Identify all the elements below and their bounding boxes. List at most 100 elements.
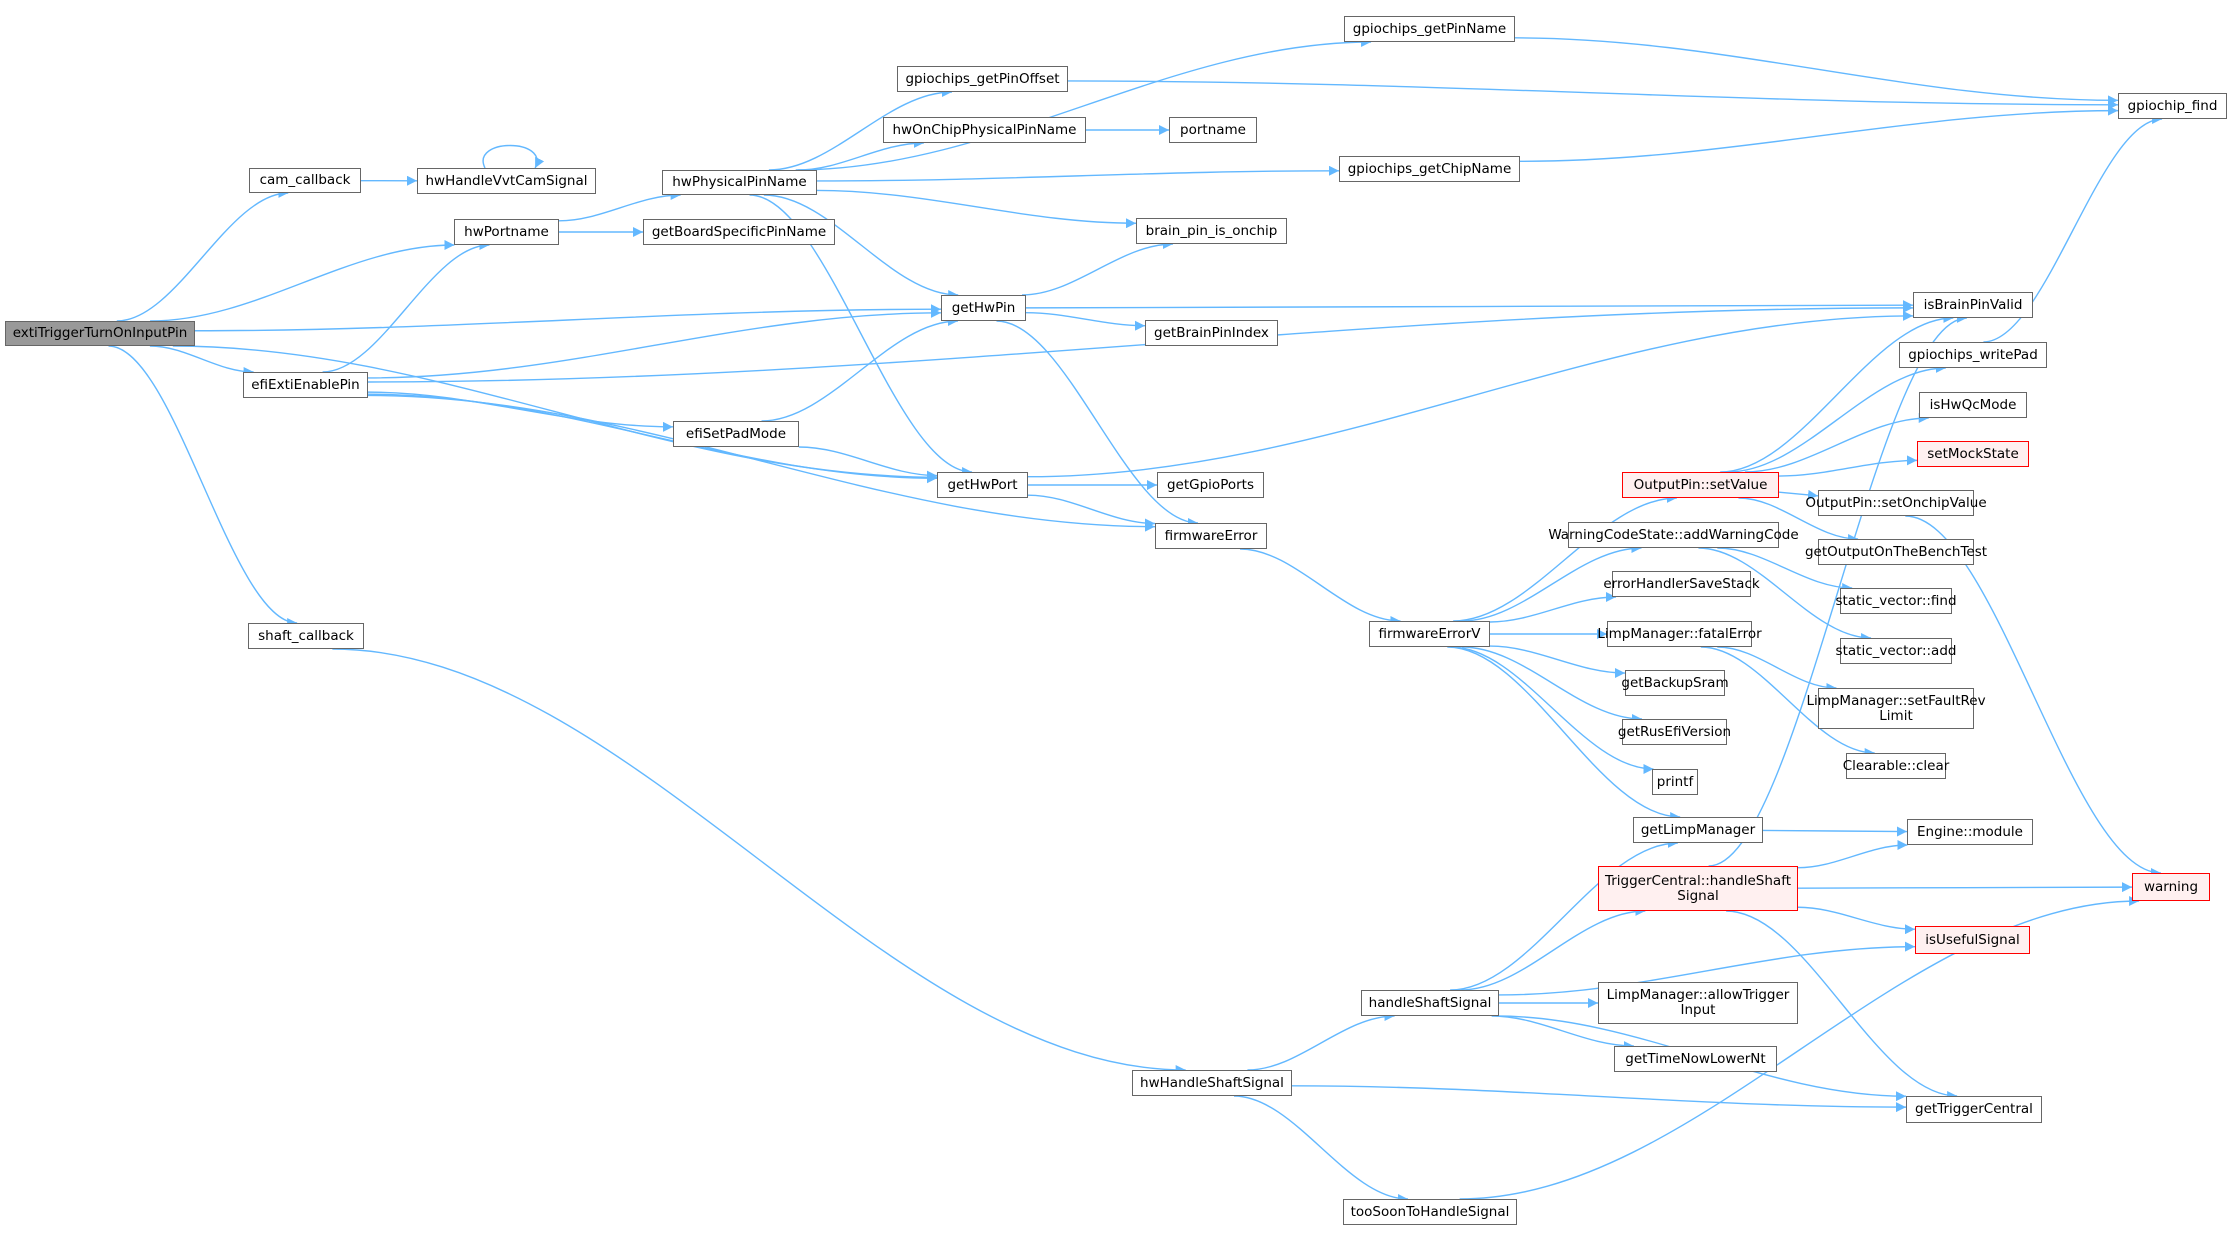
edge-get-hw-pin-to-get-brain-pin-index bbox=[1025, 311, 1146, 331]
node-brain-pin-is-onchip[interactable]: brain_pin_is_onchip bbox=[1136, 218, 1287, 244]
edge-firmware-error-to-firmware-error-v bbox=[1239, 548, 1401, 626]
edge-handle-shaft-signal-to-get-limp-manager bbox=[1450, 838, 1678, 991]
node-cam-callback[interactable]: cam_callback bbox=[249, 168, 361, 193]
node-get-board-specific-pin-name[interactable]: getBoardSpecificPinName bbox=[643, 219, 835, 245]
node-error-handler-save-stack[interactable]: errorHandlerSaveStack bbox=[1603, 571, 1760, 597]
edge-firmware-error-v-to-warning-code-state-add-warning-code bbox=[1461, 543, 1642, 622]
edge-firmware-error-v-to-get-limp-manager bbox=[1447, 646, 1681, 822]
node-firmware-error-v[interactable]: firmwareErrorV bbox=[1369, 621, 1490, 647]
node-get-trigger-central[interactable]: getTriggerCentral bbox=[1906, 1096, 2042, 1123]
node-hw-handle-vvt-cam-signal[interactable]: hwHandleVvtCamSignal bbox=[417, 168, 596, 194]
node-static-vector-find[interactable]: static_vector::find bbox=[1835, 588, 1957, 614]
edge-get-hw-pin-to-is-brain-pin-valid bbox=[1025, 300, 1914, 311]
node-gpiochips-write-pad[interactable]: gpiochips_writePad bbox=[1899, 342, 2047, 368]
node-warning-code-state-add-warning-code[interactable]: WarningCodeState::addWarningCode bbox=[1548, 522, 1799, 548]
edge-firmware-error-v-to-get-rus-efi-version bbox=[1461, 646, 1643, 724]
edge-exti-trigger-turn-on-input-pin-to-get-hw-pin bbox=[194, 304, 942, 332]
edge-hw-physical-pin-name-to-gpiochips-get-chip-name bbox=[816, 165, 1340, 182]
edge-output-pin-set-value-to-get-output-on-the-bench-test bbox=[1738, 497, 1859, 544]
node-portname[interactable]: portname bbox=[1169, 117, 1257, 143]
node-is-brain-pin-valid[interactable]: isBrainPinValid bbox=[1913, 292, 2033, 318]
node-hw-physical-pin-name[interactable]: hwPhysicalPinName bbox=[662, 170, 817, 195]
node-exti-trigger-turn-on-input-pin[interactable]: extiTriggerTurnOnInputPin bbox=[5, 321, 195, 346]
edge-handle-shaft-signal-to-is-useful-signal bbox=[1498, 941, 1916, 996]
node-handle-shaft-signal[interactable]: handleShaftSignal bbox=[1361, 990, 1499, 1016]
edge-trigger-central-handle-shaft-signal-to-get-trigger-central bbox=[1726, 910, 1958, 1101]
edge-gpiochips-write-pad-to-gpiochip-find bbox=[1983, 114, 2163, 343]
edge-get-hw-port-to-is-brain-pin-valid bbox=[1027, 310, 1914, 478]
edge-hw-physical-pin-name-to-get-hw-port bbox=[749, 194, 973, 477]
node-get-gpio-ports[interactable]: getGpioPorts bbox=[1157, 472, 1264, 498]
edge-exti-trigger-turn-on-input-pin-to-efi-exti-enable-pin bbox=[149, 345, 254, 377]
edge-trigger-central-handle-shaft-signal-to-engine-module bbox=[1797, 840, 1908, 869]
edge-get-hw-pin-to-brain-pin-is-onchip bbox=[1021, 239, 1174, 296]
node-get-rus-efi-version[interactable]: getRusEfiVersion bbox=[1618, 719, 1731, 745]
edge-hw-physical-pin-name-to-brain-pin-is-onchip bbox=[816, 189, 1137, 229]
edge-firmware-error-v-to-get-backup-sram bbox=[1489, 645, 1626, 679]
node-is-useful-signal[interactable]: isUsefulSignal bbox=[1915, 926, 2030, 954]
node-limp-manager-fatal-error[interactable]: LimpManager::fatalError bbox=[1597, 621, 1762, 647]
edge-hw-physical-pin-name-to-gpiochips-get-pin-name bbox=[795, 37, 1372, 171]
node-firmware-error[interactable]: firmwareError bbox=[1155, 523, 1267, 549]
node-get-brain-pin-index[interactable]: getBrainPinIndex bbox=[1145, 320, 1278, 346]
edge-handle-shaft-signal-to-get-time-now-lower-nt bbox=[1491, 1015, 1634, 1051]
node-clearable-clear[interactable]: Clearable::clear bbox=[1843, 753, 1949, 779]
edge-limp-manager-fatal-error-to-limp-manager-set-fault-rev-limit bbox=[1717, 646, 1837, 693]
node-limp-manager-allow-trigger-input[interactable]: LimpManager::allowTrigger Input bbox=[1598, 982, 1798, 1024]
edge-exti-trigger-turn-on-input-pin-to-hw-portname bbox=[150, 240, 455, 322]
edge-firmware-error-v-to-error-handler-save-stack bbox=[1489, 592, 1616, 623]
node-gpiochips-get-pin-offset[interactable]: gpiochips_getPinOffset bbox=[897, 66, 1068, 92]
edge-efi-exti-enable-pin-to-is-brain-pin-valid bbox=[367, 302, 1914, 383]
edge-get-hw-pin-to-firmware-error bbox=[996, 320, 1199, 528]
node-get-time-now-lower-nt[interactable]: getTimeNowLowerNt bbox=[1614, 1046, 1777, 1072]
node-hw-portname[interactable]: hwPortname bbox=[454, 219, 559, 245]
edge-trigger-central-handle-shaft-signal-to-warning bbox=[1797, 882, 2133, 893]
node-limp-manager-set-fault-rev-limit[interactable]: LimpManager::setFaultRev Limit bbox=[1806, 688, 1986, 729]
node-too-soon-to-handle-signal[interactable]: tooSoonToHandleSignal bbox=[1343, 1199, 1517, 1225]
edge-limp-manager-fatal-error-to-clearable-clear bbox=[1700, 646, 1875, 758]
node-gpiochips-get-pin-name[interactable]: gpiochips_getPinName bbox=[1344, 16, 1515, 42]
edge-efi-set-pad-mode-to-get-hw-pin bbox=[761, 316, 958, 422]
node-get-backup-sram[interactable]: getBackupSram bbox=[1621, 670, 1729, 696]
node-engine-module[interactable]: Engine::module bbox=[1907, 819, 2033, 845]
edge-output-pin-set-value-to-is-brain-pin-valid bbox=[1720, 313, 1954, 473]
node-efi-set-pad-mode[interactable]: efiSetPadMode bbox=[673, 421, 799, 447]
edge-output-pin-set-value-to-set-mock-state bbox=[1778, 455, 1918, 477]
node-warning[interactable]: warning bbox=[2132, 873, 2210, 901]
edge-exti-trigger-turn-on-input-pin-to-get-hw-port bbox=[172, 345, 938, 483]
node-printf[interactable]: printf bbox=[1652, 769, 1698, 795]
node-hw-on-chip-physical-pin-name[interactable]: hwOnChipPhysicalPinName bbox=[883, 117, 1086, 143]
edge-firmware-error-v-to-printf bbox=[1451, 646, 1654, 774]
edge-get-hw-port-to-firmware-error bbox=[1027, 494, 1156, 529]
node-gpiochip-find[interactable]: gpiochip_find bbox=[2118, 93, 2227, 119]
node-get-hw-port[interactable]: getHwPort bbox=[937, 472, 1028, 498]
edge-too-soon-to-handle-signal-to-warning bbox=[1459, 896, 2140, 1200]
node-hw-handle-shaft-signal[interactable]: hwHandleShaftSignal bbox=[1132, 1070, 1292, 1096]
node-is-hw-qc-mode[interactable]: isHwQcMode bbox=[1919, 392, 2027, 418]
node-gpiochips-get-chip-name[interactable]: gpiochips_getChipName bbox=[1339, 156, 1520, 182]
node-output-pin-set-onchip-value[interactable]: OutputPin::setOnchipValue bbox=[1805, 490, 1987, 516]
node-get-hw-pin[interactable]: getHwPin bbox=[941, 295, 1026, 321]
node-trigger-central-handle-shaft-signal[interactable]: TriggerCentral::handleShaft Signal bbox=[1598, 866, 1798, 911]
edge-output-pin-set-value-to-output-pin-set-onchip-value bbox=[1778, 489, 1819, 500]
node-efi-exti-enable-pin[interactable]: efiExtiEnablePin bbox=[243, 372, 368, 398]
edge-gpiochips-get-pin-name-to-gpiochip-find bbox=[1514, 37, 2119, 106]
edge-efi-set-pad-mode-to-get-hw-port bbox=[798, 446, 938, 481]
node-set-mock-state[interactable]: setMockState bbox=[1917, 441, 2029, 467]
node-output-pin-set-value[interactable]: OutputPin::setValue bbox=[1622, 472, 1779, 498]
node-get-limp-manager[interactable]: getLimpManager bbox=[1633, 817, 1763, 843]
edge-efi-exti-enable-pin-to-hw-portname bbox=[322, 240, 490, 373]
edge-hw-physical-pin-name-to-hw-on-chip-physical-pin-name bbox=[797, 138, 924, 171]
node-get-output-on-the-bench-test[interactable]: getOutputOnTheBenchTest bbox=[1805, 539, 1987, 565]
edge-efi-exti-enable-pin-to-get-hw-pin bbox=[367, 307, 942, 379]
node-static-vector-add[interactable]: static_vector::add bbox=[1836, 638, 1956, 664]
node-shaft-callback[interactable]: shaft_callback bbox=[248, 623, 364, 649]
edge-trigger-central-handle-shaft-signal-to-is-useful-signal bbox=[1797, 906, 1916, 935]
edge-warning-code-state-add-warning-code-to-static-vector-add bbox=[1698, 547, 1872, 643]
edge-efi-exti-enable-pin-to-firmware-error bbox=[367, 394, 1156, 532]
edge-output-pin-set-value-to-is-hw-qc-mode bbox=[1744, 413, 1929, 473]
edge-gpiochips-get-pin-offset-to-gpiochip-find bbox=[1067, 80, 2119, 110]
edge-hw-physical-pin-name-to-gpiochips-get-pin-offset bbox=[768, 87, 952, 171]
